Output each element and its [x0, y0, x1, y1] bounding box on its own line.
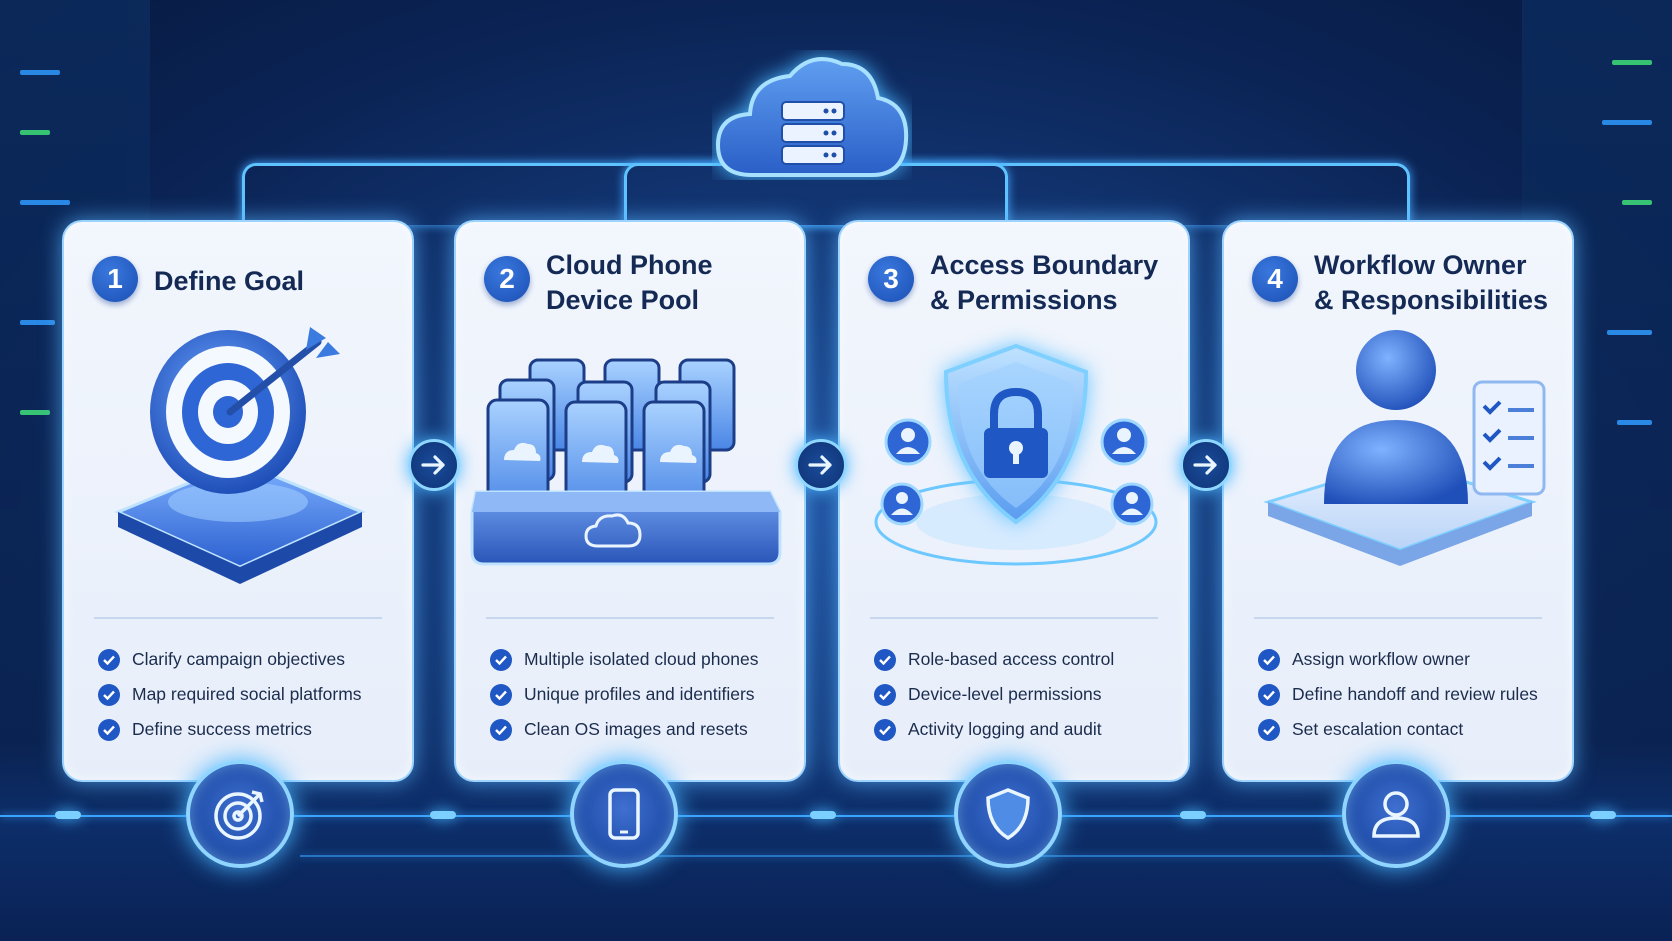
- list-item: Clarify campaign objectives: [98, 642, 402, 677]
- shield-lock-icon: [854, 322, 1174, 822]
- smartphone-icon: [570, 760, 678, 868]
- check-icon: [98, 648, 120, 671]
- bullet-list: Assign workflow owner Define handoff and…: [1258, 642, 1562, 747]
- step-title-line: Define Goal: [154, 266, 305, 296]
- check-icon: [98, 718, 120, 741]
- list-item: Assign workflow owner: [1258, 642, 1562, 677]
- bullet-text: Set escalation contact: [1292, 719, 1464, 739]
- list-item: Map required social platforms: [98, 677, 402, 712]
- floor-light: [1590, 811, 1616, 819]
- check-icon: [490, 648, 512, 671]
- floor-line: [300, 855, 1372, 857]
- list-item: Unique profiles and identifiers: [490, 677, 794, 712]
- bullet-text: Role-based access control: [908, 649, 1115, 669]
- bullet-list: Role-based access control Device-level p…: [874, 642, 1178, 747]
- divider: [1254, 617, 1542, 619]
- phone-pool-icon: [470, 322, 790, 822]
- step-card-device-pool: 2 Cloud Phone Device Pool: [454, 220, 806, 782]
- floor-light: [1180, 811, 1206, 819]
- check-icon: [874, 718, 896, 741]
- step-number: 1: [92, 256, 138, 302]
- step-title-line: Access Boundary: [930, 250, 1159, 280]
- list-item: Multiple isolated cloud phones: [490, 642, 794, 677]
- divider: [94, 617, 382, 619]
- bullet-text: Map required social platforms: [132, 684, 362, 704]
- bullet-text: Clean OS images and resets: [524, 719, 748, 739]
- bullet-text: Device-level permissions: [908, 684, 1102, 704]
- step-title: Workflow Owner & Responsibilities: [1314, 248, 1558, 318]
- step-title-line: Workflow Owner: [1314, 250, 1527, 280]
- step-number: 3: [868, 256, 914, 302]
- bullet-text: Unique profiles and identifiers: [524, 684, 755, 704]
- arrow-right-icon: [408, 439, 460, 491]
- target-icon: [186, 760, 294, 868]
- check-icon: [874, 648, 896, 671]
- step-number: 4: [1252, 256, 1298, 302]
- bullet-text: Assign workflow owner: [1292, 649, 1470, 669]
- check-icon: [1258, 648, 1280, 671]
- list-item: Define handoff and review rules: [1258, 677, 1562, 712]
- list-item: Define success metrics: [98, 712, 402, 747]
- check-icon: [1258, 683, 1280, 706]
- arrow-right-icon: [1180, 439, 1232, 491]
- list-item: Role-based access control: [874, 642, 1178, 677]
- check-icon: [1258, 718, 1280, 741]
- step-title-line: & Permissions: [930, 285, 1118, 315]
- bullet-list: Clarify campaign objectives Map required…: [98, 642, 402, 747]
- floor-light: [55, 811, 81, 819]
- cloud-server-icon: [712, 50, 912, 180]
- list-item: Set escalation contact: [1258, 712, 1562, 747]
- step-title: Define Goal: [154, 264, 398, 299]
- divider: [486, 617, 774, 619]
- step-title: Cloud Phone Device Pool: [546, 248, 790, 318]
- target-icon: [78, 322, 398, 822]
- step-card-define-goal: 1 Define Goal: [62, 220, 414, 782]
- step-card-access-boundary: 3 Access Boundary & Permissions: [838, 220, 1190, 782]
- divider: [870, 617, 1158, 619]
- floor-light: [430, 811, 456, 819]
- step-card-workflow-owner: 4 Workflow Owner & Responsibilities: [1222, 220, 1574, 782]
- arrow-right-icon: [795, 439, 847, 491]
- list-item: Clean OS images and resets: [490, 712, 794, 747]
- bullet-text: Clarify campaign objectives: [132, 649, 346, 669]
- step-title-line: Cloud Phone: [546, 250, 713, 280]
- bullet-text: Define success metrics: [132, 719, 312, 739]
- floor-line: [0, 815, 1672, 817]
- floor-light: [810, 811, 836, 819]
- shield-icon: [954, 760, 1062, 868]
- user-icon: [1342, 760, 1450, 868]
- check-icon: [874, 683, 896, 706]
- step-title: Access Boundary & Permissions: [930, 248, 1174, 318]
- user-checklist-icon: [1238, 322, 1558, 822]
- bullet-text: Define handoff and review rules: [1292, 684, 1538, 704]
- list-item: Activity logging and audit: [874, 712, 1178, 747]
- list-item: Device-level permissions: [874, 677, 1178, 712]
- step-number: 2: [484, 256, 530, 302]
- step-title-line: Device Pool: [546, 285, 700, 315]
- check-icon: [490, 683, 512, 706]
- bullet-text: Multiple isolated cloud phones: [524, 649, 759, 669]
- bullet-list: Multiple isolated cloud phones Unique pr…: [490, 642, 794, 747]
- check-icon: [490, 718, 512, 741]
- bullet-text: Activity logging and audit: [908, 719, 1102, 739]
- check-icon: [98, 683, 120, 706]
- step-title-line: & Responsibilities: [1314, 285, 1549, 315]
